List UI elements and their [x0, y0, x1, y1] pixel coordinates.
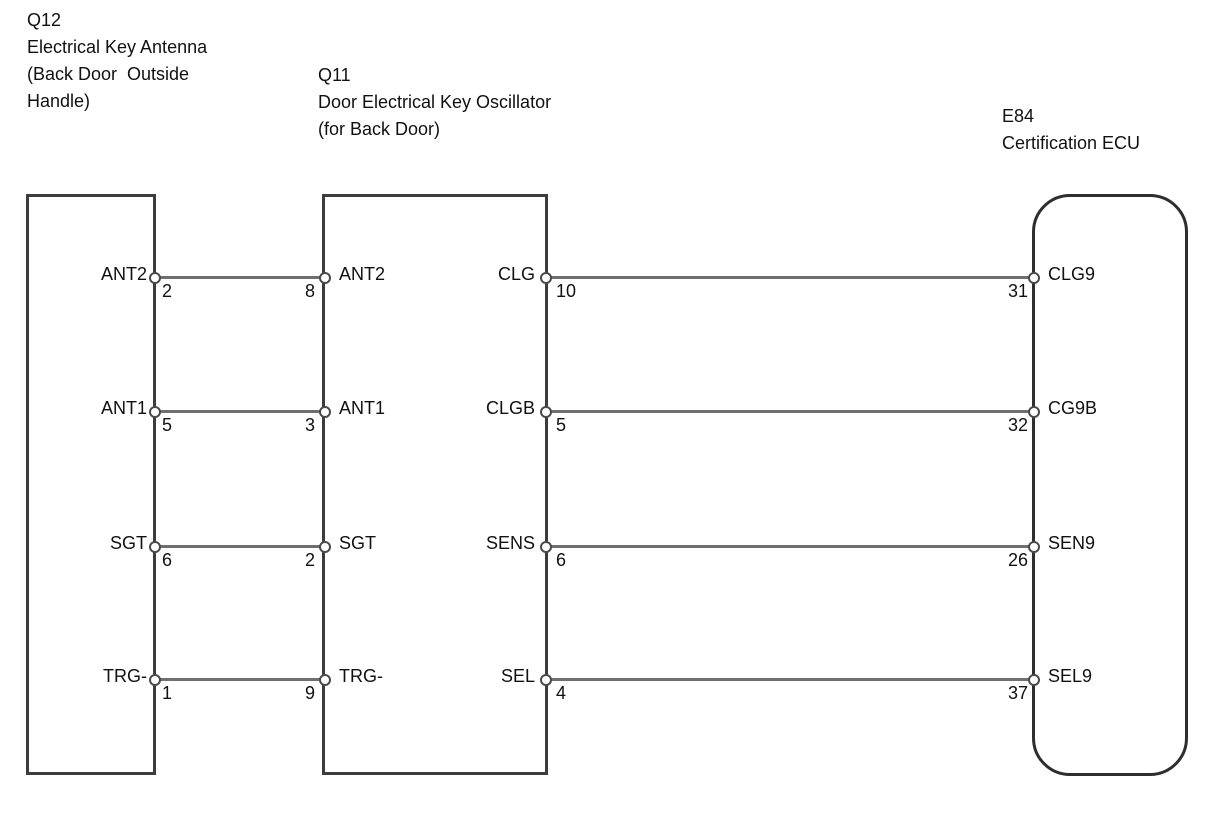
- pin-number-q11-left: 9: [304, 683, 315, 703]
- wire-q12-to-q11: [155, 410, 325, 413]
- pin-label-e84: SEN9: [1048, 533, 1096, 553]
- pin-circle: [149, 674, 161, 686]
- pin-label-q11-left: ANT2: [339, 264, 386, 284]
- pin-circle: [319, 541, 331, 553]
- connector-name-line: Handle): [27, 91, 91, 111]
- pin-label-q11-right: SEL: [500, 666, 535, 686]
- pin-number-q11-left: 3: [304, 415, 315, 435]
- connector-name-line: Electrical Key Antenna: [27, 37, 208, 57]
- connector-box-q12: [26, 194, 156, 775]
- connector-code-q12: Q12: [27, 10, 62, 30]
- pin-number-q11-left: 2: [304, 550, 315, 570]
- pin-label-q12: SGT: [109, 533, 147, 553]
- pin-label-e84: SEL9: [1048, 666, 1093, 686]
- pin-number-e84: 26: [1007, 550, 1028, 570]
- pin-label-e84: CG9B: [1048, 398, 1098, 418]
- pin-circle: [540, 272, 552, 284]
- pin-number-q11-right: 5: [556, 415, 567, 435]
- pin-number-q12: 6: [162, 550, 173, 570]
- pin-label-q11-right: CLGB: [485, 398, 535, 418]
- wire-q11-to-e84: [546, 678, 1034, 681]
- connector-box-q11: [322, 194, 548, 775]
- pin-number-e84: 32: [1007, 415, 1028, 435]
- pin-label-q12: ANT1: [100, 398, 147, 418]
- wire-q11-to-e84: [546, 276, 1034, 279]
- wire-q12-to-q11: [155, 276, 325, 279]
- pin-number-q12: 5: [162, 415, 173, 435]
- pin-label-q12: TRG-: [103, 666, 147, 686]
- connector-code-q11: Q11: [318, 65, 351, 85]
- wire-q11-to-e84: [546, 545, 1034, 548]
- pin-label-q11-left: SGT: [339, 533, 377, 553]
- pin-number-q12: 1: [162, 683, 173, 703]
- wire-q12-to-q11: [155, 545, 325, 548]
- pin-label-e84: CLG9: [1048, 264, 1096, 284]
- pin-circle: [1028, 674, 1040, 686]
- pin-label-q12: ANT2: [100, 264, 147, 284]
- connector-header-q12: Q12 Electrical Key Antenna (Back Door Ou…: [27, 7, 207, 115]
- connector-header-e84: E84 Certification ECU: [1002, 103, 1140, 157]
- pin-circle: [149, 406, 161, 418]
- pin-circle: [540, 674, 552, 686]
- connector-name-line: Door Electrical Key Oscillator: [318, 92, 552, 112]
- pin-circle: [149, 272, 161, 284]
- connector-name-line: Certification ECU: [1002, 133, 1141, 153]
- pin-circle: [319, 674, 331, 686]
- pin-number-e84: 31: [1007, 281, 1028, 301]
- connector-name-line: (Back Door Outside: [27, 64, 190, 84]
- pin-number-q12: 2: [162, 281, 173, 301]
- pin-circle: [319, 406, 331, 418]
- pin-circle: [149, 541, 161, 553]
- pin-circle: [1028, 541, 1040, 553]
- pin-circle: [1028, 406, 1040, 418]
- pin-label-q11-left: TRG-: [339, 666, 383, 686]
- connector-code-e84: E84: [1002, 106, 1035, 126]
- pin-circle: [540, 406, 552, 418]
- pin-number-e84: 37: [1007, 683, 1028, 703]
- pin-number-q11-right: 6: [556, 550, 567, 570]
- connector-name-line: (for Back Door): [318, 119, 441, 139]
- pin-label-q11-left: ANT1: [339, 398, 386, 418]
- pin-circle: [319, 272, 331, 284]
- connector-box-e84: [1032, 194, 1188, 776]
- pin-circle: [1028, 272, 1040, 284]
- pin-label-q11-right: SENS: [485, 533, 535, 553]
- pin-circle: [540, 541, 552, 553]
- pin-number-q11-right: 4: [556, 683, 567, 703]
- wire-q11-to-e84: [546, 410, 1034, 413]
- pin-label-q11-right: CLG: [497, 264, 535, 284]
- pin-number-q11-left: 8: [304, 281, 315, 301]
- pin-number-q11-right: 10: [556, 281, 577, 301]
- connector-header-q11: Q11 Door Electrical Key Oscillator (for …: [318, 62, 551, 143]
- wire-q12-to-q11: [155, 678, 325, 681]
